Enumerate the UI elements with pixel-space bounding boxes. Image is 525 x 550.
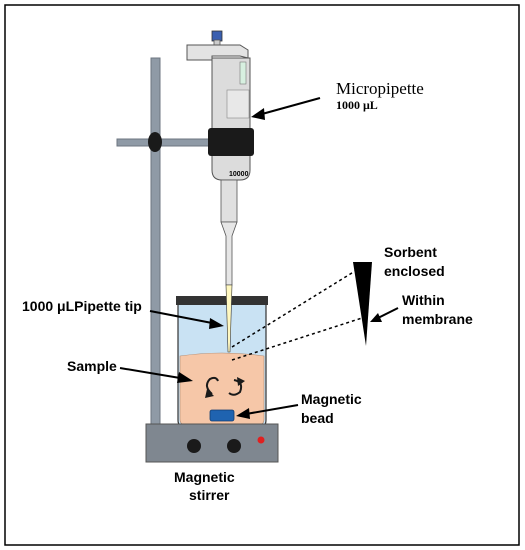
label-magnetic-bead-1: Magnetic — [301, 391, 362, 407]
micropipette: 10000 — [186, 30, 254, 286]
beaker-lid — [176, 296, 268, 305]
dashed-line-upper — [231, 267, 361, 348]
stirrer-base — [145, 423, 279, 463]
pipette-window — [239, 61, 247, 85]
arrowhead-magnetic-bead — [236, 408, 250, 419]
arrowhead-micropipette — [251, 108, 265, 120]
arrow-within — [377, 307, 399, 319]
clamp-boss — [148, 132, 162, 152]
annotation-arrows — [119, 96, 399, 419]
label-membrane: membrane — [402, 311, 473, 327]
arrowhead-within — [370, 313, 382, 322]
label-micropipette: Micropipette — [336, 79, 424, 98]
label-pipette-tip: 1000 μLPipette tip — [22, 298, 142, 314]
label-magnetic-bead-2: bead — [301, 410, 334, 426]
dashed-line-lower — [231, 317, 363, 361]
pipette-clamp-band — [208, 128, 254, 156]
swirl-arrowhead-right — [237, 377, 245, 386]
swirl-arrowhead-left — [205, 389, 214, 398]
label-micropipette-volume: 1000 μL — [336, 98, 378, 112]
sorbent-membrane-cone — [353, 262, 372, 346]
arrow-micropipette — [261, 96, 321, 116]
arrow-magnetic-bead — [245, 404, 299, 415]
label-magnetic-stirrer-2: stirrer — [189, 487, 230, 503]
swirl-arrow-left — [206, 376, 219, 395]
stirrer-knob-left — [187, 439, 201, 453]
sample-liquid — [179, 352, 265, 426]
stirrer-knob-right — [227, 439, 241, 453]
label-enclosed: enclosed — [384, 263, 445, 279]
pipette-shaft — [220, 179, 238, 223]
arrow-pipette-tip — [149, 310, 213, 324]
pipette-scale-text: 10000 — [229, 171, 249, 178]
pipette-grip — [226, 89, 250, 119]
beaker — [176, 284, 268, 429]
plunger-button — [211, 30, 223, 42]
label-sorbent: Sorbent — [384, 244, 437, 260]
clamp-arm — [116, 138, 222, 147]
magnetic-bead — [209, 409, 235, 422]
label-within: Within — [402, 292, 445, 308]
pipette-tip — [225, 284, 233, 353]
stirrer-indicator-light — [257, 436, 265, 444]
arrowhead-sample — [177, 372, 193, 383]
label-magnetic-stirrer-1: Magnetic — [174, 469, 235, 485]
arrow-sample — [119, 367, 181, 379]
label-sample: Sample — [67, 358, 117, 374]
arrowhead-pipette-tip — [209, 318, 224, 329]
magnetic-stirrer — [145, 423, 279, 463]
pipette-head — [186, 44, 249, 61]
